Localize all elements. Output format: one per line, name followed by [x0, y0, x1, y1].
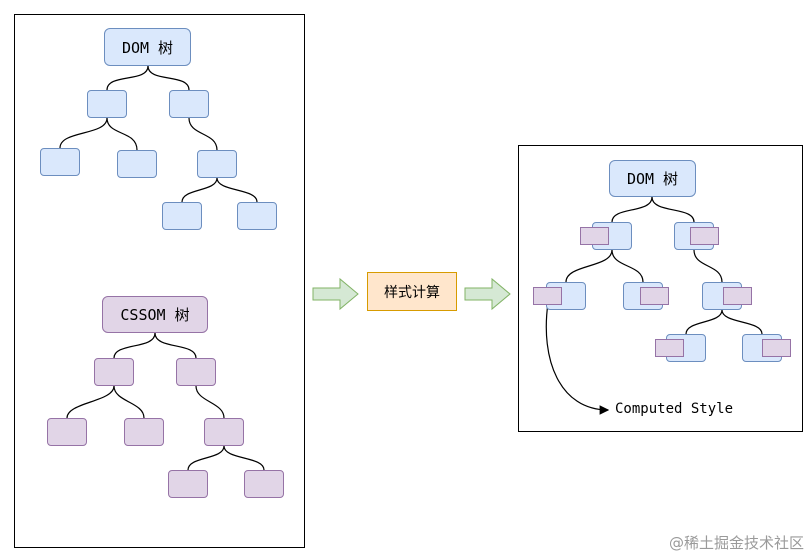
connector: [181, 177, 218, 203]
computed-style-node: [533, 287, 562, 305]
connector: [113, 332, 156, 359]
connector: [651, 196, 695, 223]
connector: [66, 385, 115, 419]
connector: [611, 196, 653, 223]
computed-style-node: [690, 227, 719, 245]
connector: [147, 65, 190, 91]
connector: [154, 332, 197, 359]
dom-node: [40, 148, 80, 176]
style-calculation-box: 样式计算: [367, 272, 457, 311]
computed-style-node: [580, 227, 609, 245]
style-calculation-label: 样式计算: [384, 284, 440, 301]
dom-node: [162, 202, 202, 230]
dom-node: [237, 202, 277, 230]
dom-tree-title-node: DOM 树: [104, 28, 191, 66]
connector: [195, 385, 225, 419]
flow-arrow-left: [312, 277, 359, 311]
connector: [611, 249, 644, 283]
dom-node: [169, 90, 209, 118]
cssom-node: [124, 418, 164, 446]
right-dom-tree-title: DOM 树: [626, 170, 679, 188]
connector: [216, 177, 258, 203]
right-dom-tree-title-node: DOM 树: [609, 160, 696, 197]
computed-style-label: Computed Style: [615, 401, 734, 417]
dom-node-with-style: [674, 222, 714, 250]
connector: [106, 117, 138, 151]
connector: [223, 445, 265, 471]
dom-tree-title: DOM 树: [121, 38, 174, 57]
connector: [721, 309, 763, 335]
computed-style-node: [640, 287, 669, 305]
connector: [188, 117, 218, 151]
connector: [113, 385, 145, 419]
computed-style-node: [762, 339, 791, 357]
dom-node: [197, 150, 237, 178]
cssom-node: [244, 470, 284, 498]
computed-style-arrow: [545, 302, 610, 415]
watermark: @稀土掘金技术社区: [668, 534, 804, 552]
connector: [565, 249, 613, 283]
cssom-node: [204, 418, 244, 446]
cssom-node: [94, 358, 134, 386]
connector: [59, 117, 108, 149]
cssom-node: [168, 470, 208, 498]
connector: [685, 309, 723, 335]
dom-node: [87, 90, 127, 118]
computed-style-node: [655, 339, 684, 357]
left-panel: [14, 14, 305, 548]
connector: [187, 445, 225, 471]
dom-node: [117, 150, 157, 178]
cssom-node: [176, 358, 216, 386]
cssom-tree-title: CSSOM 树: [120, 306, 190, 324]
computed-style-node: [723, 287, 752, 305]
cssom-node: [47, 418, 87, 446]
connector: [106, 65, 149, 91]
connector: [693, 249, 723, 283]
cssom-tree-title-node: CSSOM 树: [102, 296, 208, 333]
flow-arrow-right: [464, 277, 511, 311]
